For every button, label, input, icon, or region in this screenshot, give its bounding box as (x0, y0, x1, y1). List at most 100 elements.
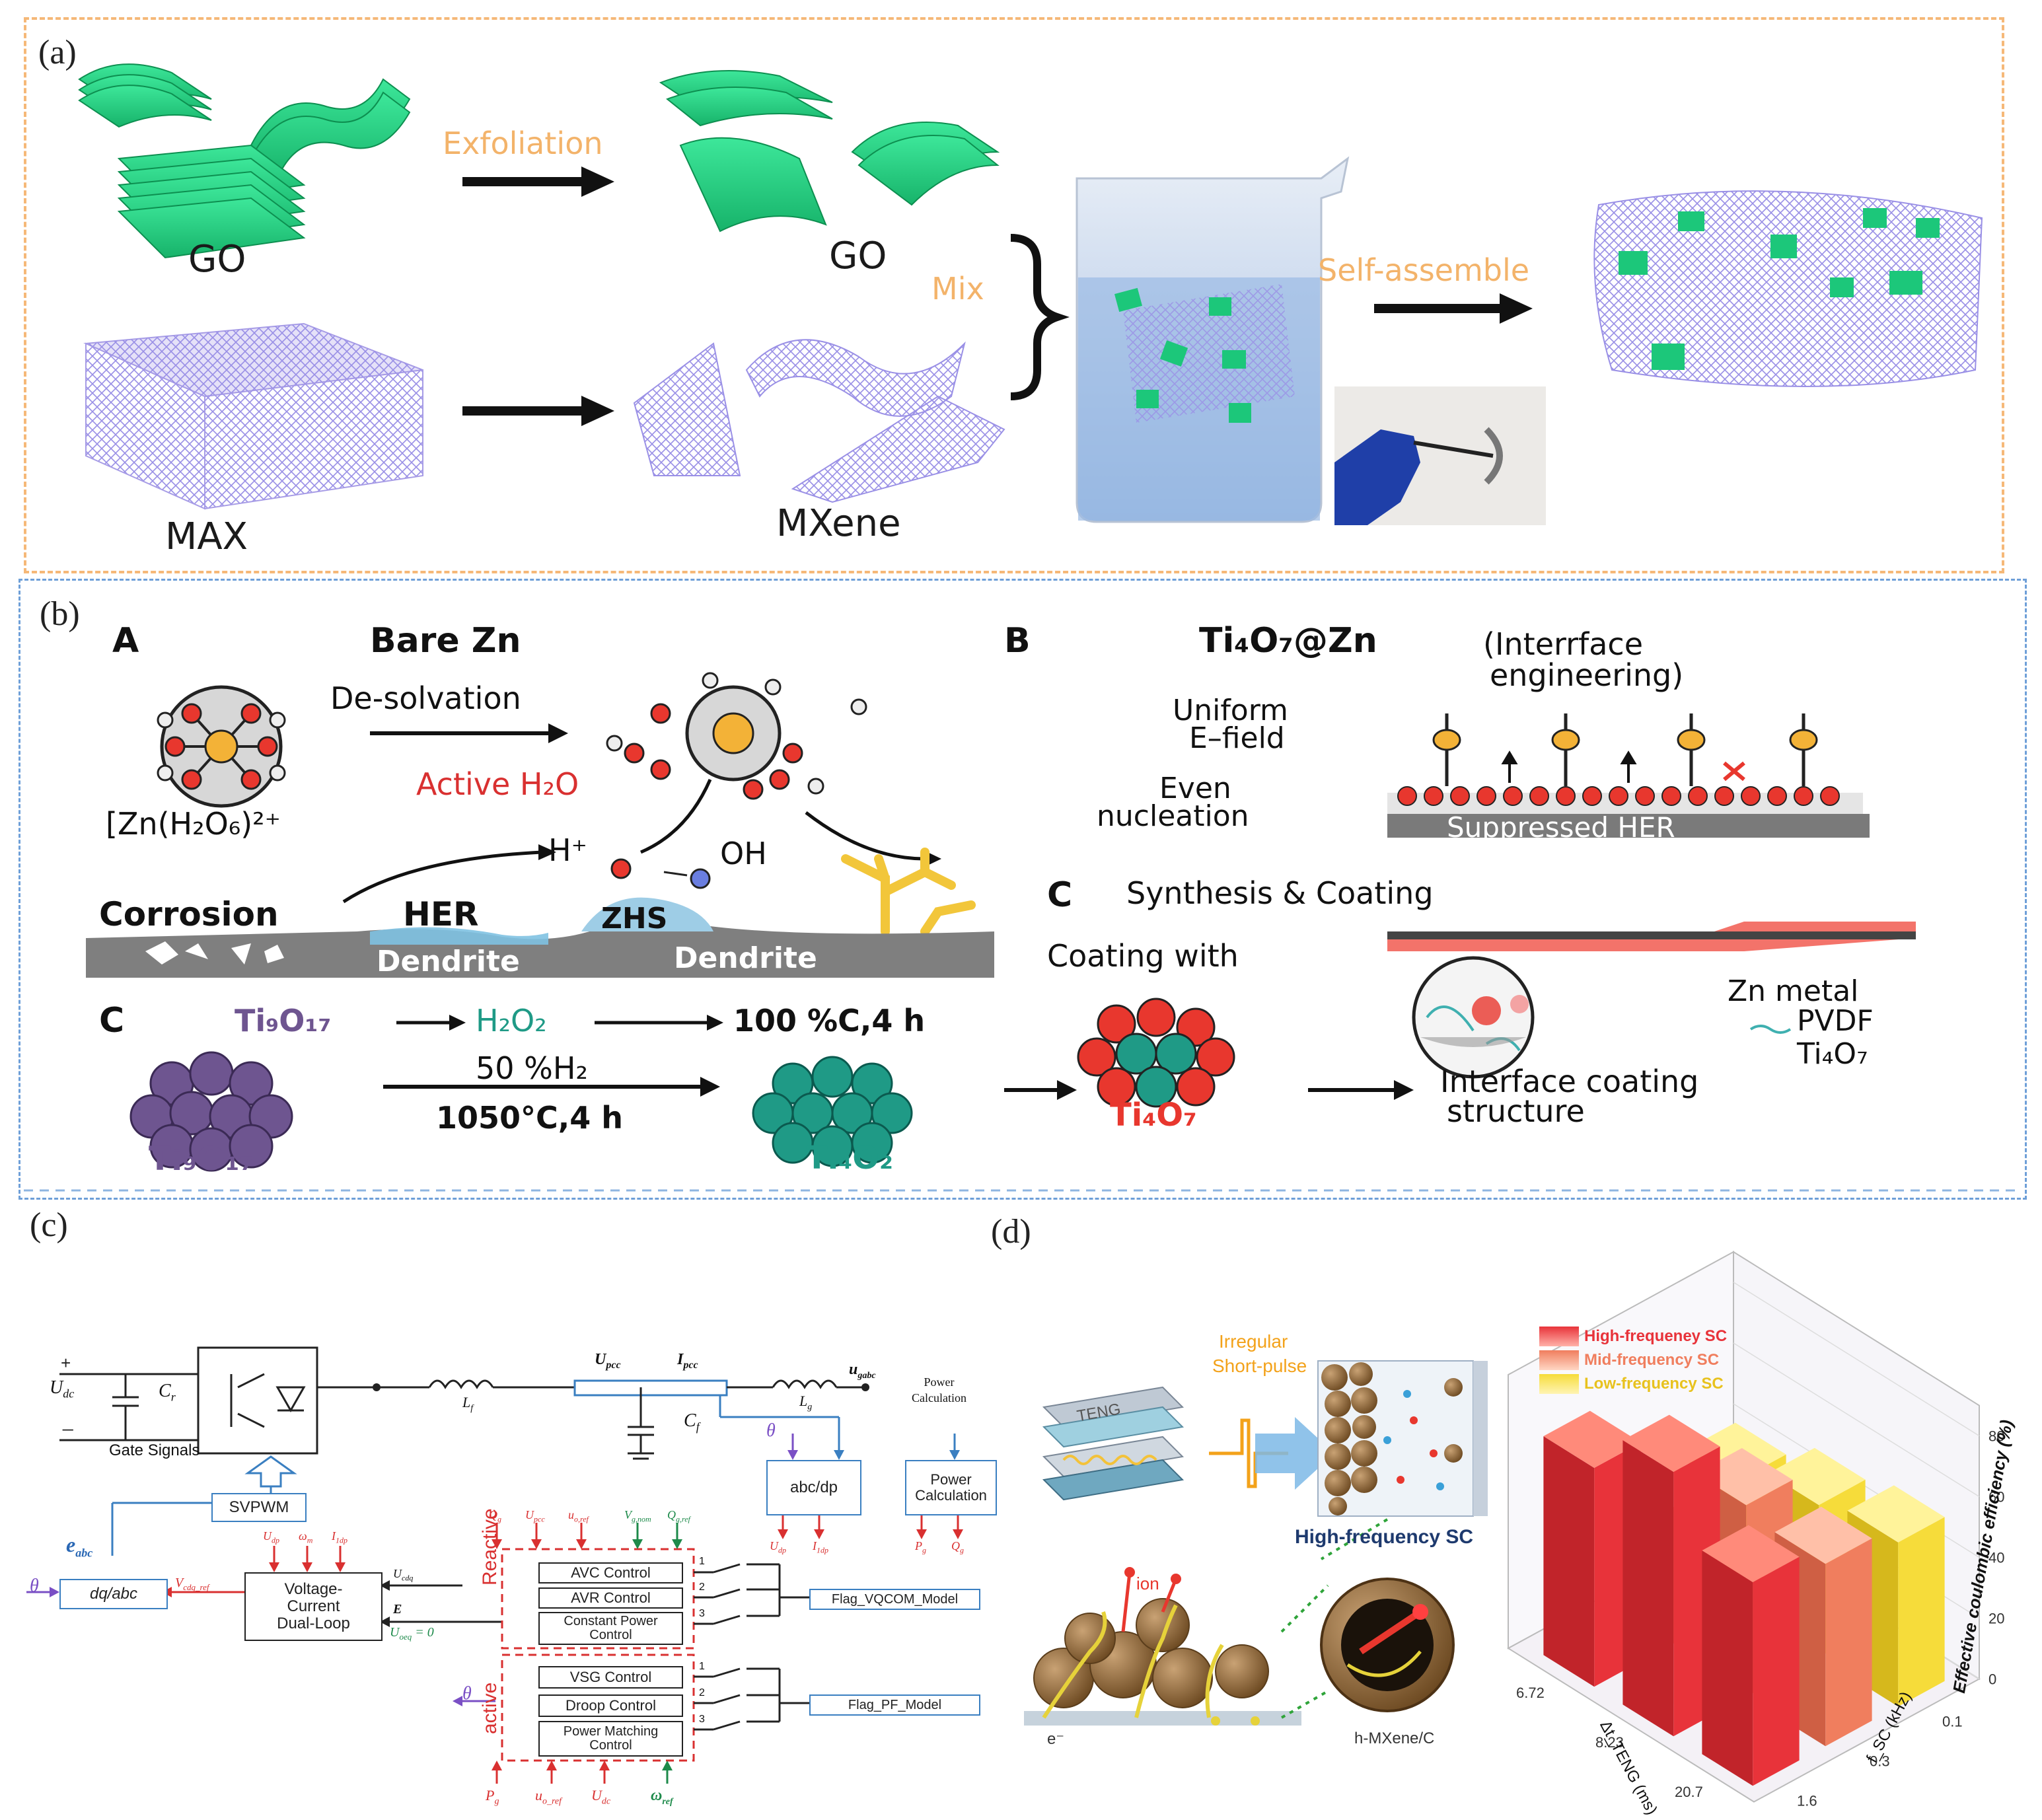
chart-gridline (1733, 1282, 1980, 1437)
mxene-sheets-icon (633, 339, 1005, 503)
chart-y-tick-label: 1.6 (1797, 1793, 1817, 1809)
label-top-uref: uo,ref (568, 1508, 589, 1524)
chart-bar-top (1623, 1414, 1720, 1472)
active-h2o-icon (606, 672, 867, 800)
label-h-mxene: h-MXene/C (1354, 1729, 1435, 1747)
label-mix: Mix (931, 271, 984, 307)
chart-z-tick-label: 0 (1988, 1671, 1996, 1688)
label-irregular: Irregular (1219, 1331, 1288, 1352)
label-ugabc: ugabc (849, 1361, 876, 1381)
chart-legend: High-frequeney SC Mid-frequency SC Low-f… (1539, 1325, 1727, 1396)
chart-bar-top (1847, 1485, 1945, 1543)
label-fifty-h2: 50 %H₂ (476, 1050, 588, 1086)
chart-bar-side (1543, 1436, 1595, 1687)
chart-z-tick-label: 80 (1988, 1428, 2004, 1445)
label-her: HER (403, 895, 479, 933)
dendrite-tree-icon (841, 848, 976, 936)
label-active-h2o: Active H₂O (416, 766, 579, 802)
label-corrosion: Corrosion (99, 895, 279, 933)
legend-item-low: Low-frequency SC (1539, 1372, 1727, 1396)
chart-bar-side (1702, 1550, 1753, 1786)
label-temp: 1050°C,4 h (436, 1100, 624, 1136)
label-u-zero: Uoeq = 0 (390, 1625, 434, 1642)
label-qg-out: Qg (951, 1539, 964, 1555)
chart-bar-top (1543, 1410, 1641, 1468)
label-vref: Vcdq_ref (175, 1576, 209, 1592)
label-even-1: Even (1159, 772, 1231, 805)
arrow-to-sc (1255, 1417, 1334, 1490)
label-desolvation: De-solvation (330, 680, 521, 716)
panel-b-letter: (b) (40, 595, 80, 633)
chart-z-tick-label: 40 (1988, 1550, 2004, 1566)
label-sw-m1: 1 (699, 1661, 705, 1672)
label-mxene: MXene (776, 502, 901, 545)
label-section-c-left: C (99, 1001, 125, 1040)
go-exfoliated-icon (659, 70, 1000, 233)
chart-gridline (1733, 1342, 1980, 1498)
ti4o2-cluster-icon (752, 1056, 913, 1167)
label-theta-left: θ (30, 1576, 39, 1596)
svg-text:+: + (61, 1353, 71, 1373)
chart-bar-front (1898, 1517, 1945, 1707)
panel-c-letter: (c) (30, 1206, 68, 1244)
label-pg-out: Pg (915, 1539, 926, 1555)
beaker-icon (1076, 156, 1350, 523)
chart-bar (1702, 1525, 1800, 1786)
label-eabc: eabc (66, 1533, 93, 1560)
arrow-max-mxene (462, 396, 614, 426)
arrow-to-dendrite (805, 811, 926, 861)
label-synthesis: Synthesis & Coating (1126, 875, 1434, 911)
mix-brace-icon (1010, 234, 1070, 400)
label-go-top: GO (188, 238, 246, 281)
label-top-qgref: Qg,ref (667, 1508, 690, 1524)
teng-device-icon (1042, 1386, 1185, 1501)
suppressed-her-substrate-icon (1387, 713, 1870, 838)
label-vc-in-i: I1dp (332, 1529, 347, 1545)
mxene-particles-icon (1024, 1567, 1301, 1726)
arrow-corrosion (342, 850, 542, 904)
label-oh: OH (720, 836, 767, 871)
ti4o7-cluster-icon (1077, 998, 1235, 1108)
pvdf-legend-icon (1749, 1025, 1792, 1034)
abc-dp-box: abc/dp (766, 1460, 861, 1515)
chart-z-tick-label: 20 (1988, 1611, 2004, 1627)
label-ti4o7-legend: Ti₄O₇ (1797, 1037, 1868, 1071)
label-lg: Lg (799, 1393, 813, 1412)
label-theta-out: θ (462, 1683, 472, 1704)
label-ti4o2: Ti₄O₂ (806, 1140, 894, 1177)
avc-control-box: AVC Control (538, 1562, 683, 1583)
label-h-plus: H⁺ (548, 832, 587, 868)
legend-label-mid: Mid-frequency SC (1584, 1351, 1720, 1369)
self-assembled-network-icon (1593, 190, 1983, 387)
label-bot-pg: Pg (486, 1787, 499, 1807)
flag-vqcom-box: Flag_VQCOM_Model (809, 1589, 980, 1610)
label-zn-metal: Zn metal (1728, 974, 1859, 1008)
label-dendrite-right: Dendrite (674, 941, 817, 975)
chart-bar-top (1774, 1506, 1872, 1564)
coating-structure-icon (1387, 922, 1916, 1079)
label-udc: Udc (50, 1377, 75, 1401)
arrow-self-assemble (1374, 293, 1533, 324)
label-zhs: ZHS (601, 902, 668, 935)
label-coating-with: Coating with (1047, 938, 1239, 974)
label-h2o2: H₂O₂ (476, 1003, 547, 1038)
label-suppressed-her: Suppressed HER (1447, 811, 1675, 844)
panel-b (18, 579, 2027, 1200)
label-interface-coating-2: structure (1447, 1093, 1585, 1129)
panel-a-letter: (a) (38, 34, 77, 71)
chart-bar-front (1753, 1556, 1800, 1786)
chart-bar-top (1702, 1525, 1800, 1582)
label-interface-coating-1: Interface coating (1440, 1064, 1699, 1099)
legend-label-low: Low-frequency SC (1584, 1375, 1724, 1393)
chart-y-tick-label: 0.3 (1870, 1753, 1890, 1770)
high-frequency-sc-icon (1317, 1360, 1488, 1517)
label-max: MAX (165, 515, 248, 558)
chart-z-tick-label: 60 (1988, 1489, 2004, 1506)
label-bot-udc: Udc (591, 1787, 611, 1807)
